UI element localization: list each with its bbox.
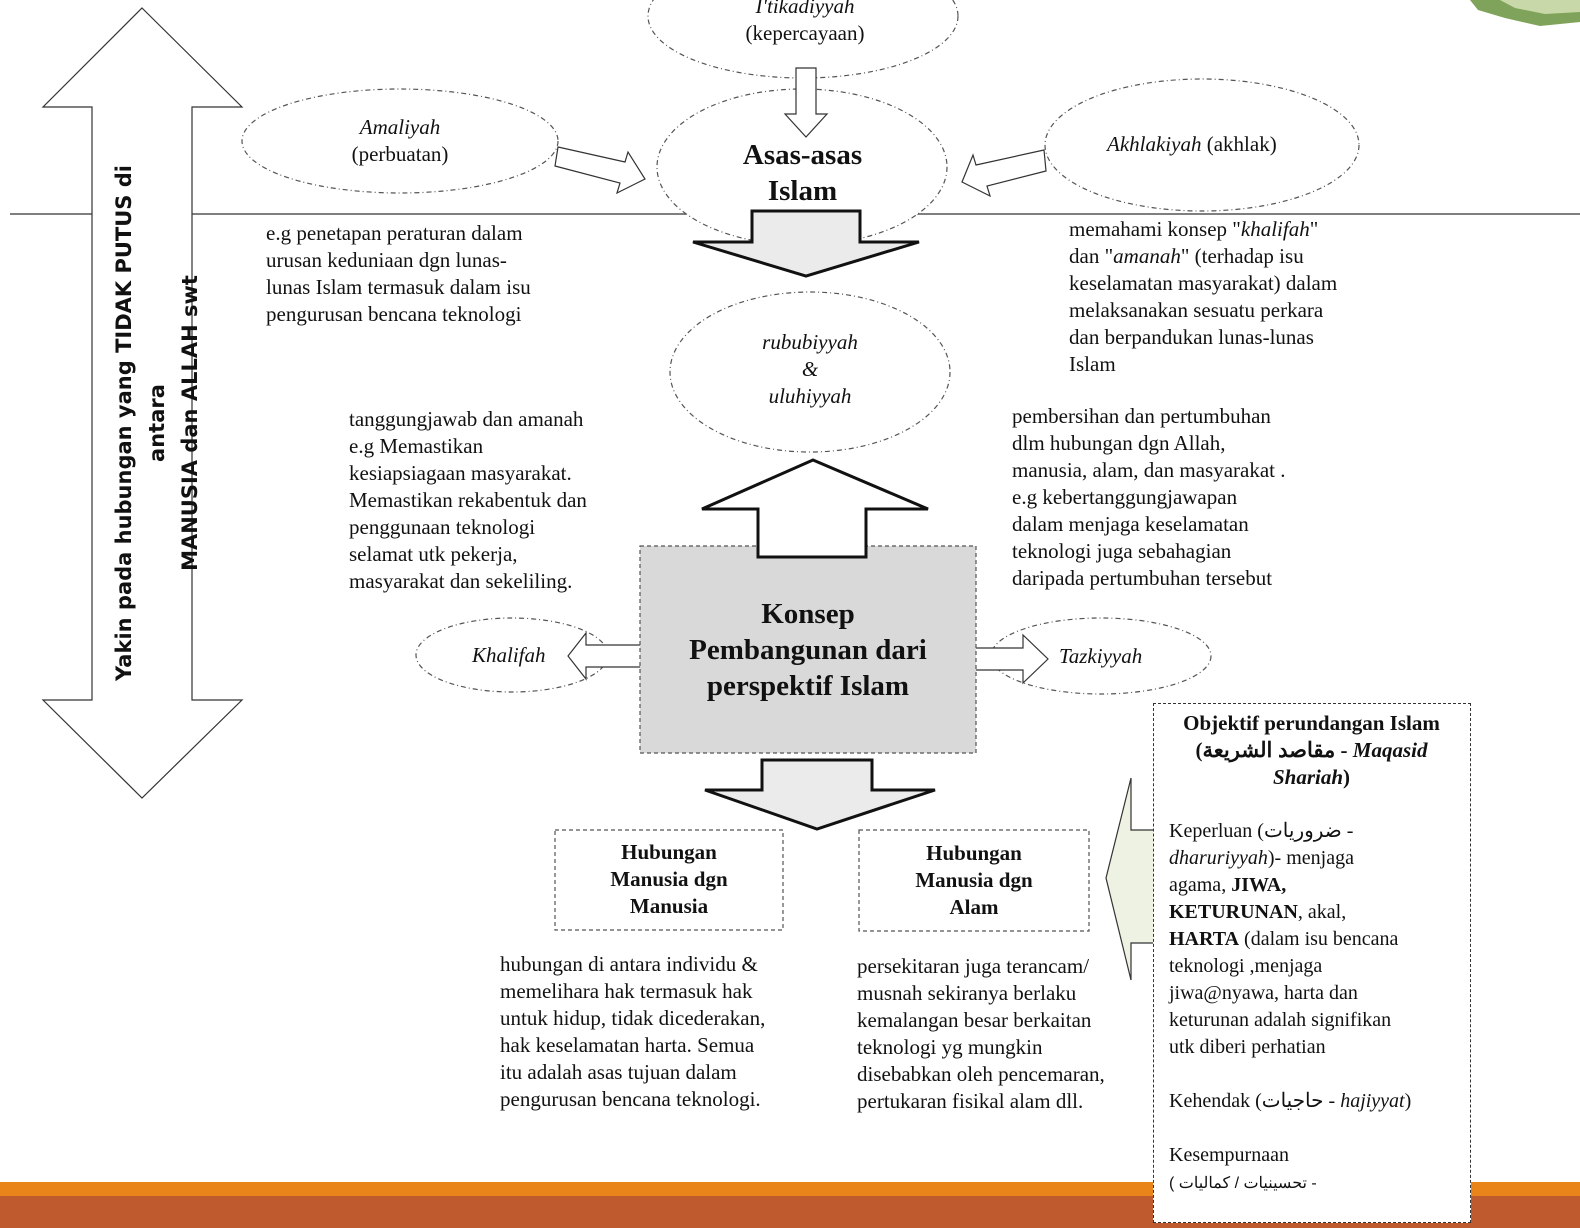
- vertical-arrow-text: Yakin pada hubungan yang TIDAK PUTUS di …: [108, 143, 207, 703]
- tazkiyyah-ellipse: [990, 617, 1212, 695]
- hub-alam-line: Alam: [949, 895, 999, 919]
- akhlak-note: memahami konsep "khalifah" dan "amanah" …: [1069, 216, 1399, 378]
- konsep-line1: Konsep: [761, 598, 855, 630]
- down-arrow-asas: [692, 209, 920, 278]
- rububiyyah-ellipse: [669, 291, 951, 453]
- ampersand-text: &: [801, 357, 819, 381]
- hub-alam-line: Manusia dgn: [915, 868, 1033, 892]
- up-arrow-konsep: [701, 458, 929, 559]
- konsep-line3: perspektif Islam: [706, 670, 910, 702]
- manusia-description: hubungan di antara individu & memelihara…: [500, 951, 830, 1113]
- asas-islam-label: Asas-asas Islam: [700, 137, 905, 209]
- itikadiyyah-subtitle: (kepercayaan): [745, 21, 865, 45]
- khalifah-desc-line: masyarakat dan sekeliling.: [349, 569, 573, 593]
- kesempurnaan-text: Kesempurnaan - تحسينيات / كماليات ): [1169, 1144, 1317, 1192]
- tazkiyyah-desc-line: pembersihan dan pertumbuhan: [1012, 404, 1271, 428]
- khalifah-desc-line: Memastikan rekabentuk dan: [349, 488, 587, 512]
- manusia-desc-line: memelihara hak termasuk hak: [500, 979, 753, 1003]
- amaliyah-subtitle: (perbuatan): [351, 142, 449, 166]
- amaliyah-example-line: urusan keduniaan dgn lunas-: [266, 248, 507, 272]
- asas-line2: Islam: [767, 175, 838, 207]
- akhlak-note-line: Islam: [1069, 352, 1116, 376]
- alam-desc-line: disebabkan oleh pencemaran,: [857, 1062, 1105, 1086]
- asas-line1: Asas-asas: [742, 139, 863, 171]
- akhlak-note-line: memahami konsep "khalifah": [1069, 217, 1319, 241]
- tazkiyyah-desc-line: dalam menjaga keselamatan: [1012, 512, 1249, 536]
- manusia-desc-line: untuk hidup, tidak dicederakan,: [500, 1006, 766, 1030]
- hub-manusia-line: Manusia: [629, 894, 709, 918]
- khalifah-desc-line: selamat utk pekerja,: [349, 542, 518, 566]
- hubungan-manusia-box: [554, 829, 784, 931]
- manusia-desc-line: hubungan di antara individu &: [500, 952, 758, 976]
- hub-manusia-line: Manusia dgn: [610, 867, 728, 891]
- akhlakiyah-subtitle: (akhlak): [1201, 132, 1277, 156]
- amaliyah-example-line: lunas Islam termasuk dalam isu: [266, 275, 531, 299]
- hub-manusia-line: Hubungan: [621, 840, 717, 864]
- alam-description: persekitaran juga terancam/ musnah sekir…: [857, 953, 1157, 1115]
- konsep-title: Konsep Pembangunan dari perspektif Islam: [640, 596, 976, 704]
- khalifah-desc-line: e.g Memastikan: [349, 434, 484, 458]
- khalifah-description: tanggungjawab dan amanah e.g Memastikan …: [349, 406, 649, 595]
- alam-desc-line: teknologi yg mungkin: [857, 1035, 1043, 1059]
- down-arrow-itikadiyyah: [783, 67, 829, 138]
- alam-desc-line: persekitaran juga terancam/: [857, 954, 1090, 978]
- vertical-text-line1: Yakin pada hubungan yang TIDAK PUTUS di …: [112, 165, 169, 681]
- tazkiyyah-label: Tazkiyyah: [1059, 644, 1143, 668]
- tazkiyyah-desc-line: teknologi juga sebahagian: [1012, 539, 1232, 563]
- objektif-box: Objektif perundangan Islam (مقاصد الشريع…: [1153, 703, 1471, 1223]
- tazkiyyah-desc-line: dlm hubungan dgn Allah,: [1012, 431, 1226, 455]
- amaliyah-example-line: e.g penetapan peraturan dalam: [266, 221, 523, 245]
- keperluan-text: Keperluan (ضروريات - dharuriyyah)- menja…: [1169, 820, 1399, 1058]
- akhlakiyah-ellipse: [1044, 78, 1360, 212]
- objektif-title: Objektif perundangan Islam (مقاصد الشريع…: [1183, 711, 1440, 789]
- amaliyah-example-line: pengurusan bencana teknologi: [266, 302, 522, 326]
- left-arrow-akhlakiyah: [961, 149, 1047, 198]
- amaliyah-title: Amaliyah: [359, 115, 441, 139]
- left-arrow-khalifah: [567, 631, 651, 681]
- amaliyah-label: Amaliyah (perbuatan): [270, 114, 530, 168]
- hubungan-manusia-label: Hubungan Manusia dgn Manusia: [555, 839, 783, 920]
- corner-picture: [1470, 0, 1580, 26]
- akhlak-note-line: keselamatan masyarakat) dalam: [1069, 271, 1338, 295]
- right-arrow-amaliyah: [554, 146, 646, 195]
- manusia-desc-line: itu adalah asas tujuan dalam: [500, 1060, 737, 1084]
- akhlak-note-line: dan "amanah" (terhadap isu: [1069, 244, 1304, 268]
- konsep-box: [639, 545, 977, 754]
- tazkiyyah-desc-line: manusia, alam, dan masyarakat .: [1012, 458, 1286, 482]
- khalifah-desc-line: kesiapsiagaan masyarakat.: [349, 461, 572, 485]
- alam-desc-line: kemalangan besar berkaitan: [857, 1008, 1092, 1032]
- khalifah-desc-line: tanggungjawab dan amanah: [349, 407, 584, 431]
- itikadiyyah-ellipse: [647, 0, 959, 79]
- amaliyah-ellipse: [241, 88, 559, 194]
- manusia-desc-line: pengurusan bencana teknologi.: [500, 1087, 761, 1111]
- rububiyyah-label: rububiyyah & uluhiyyah: [710, 329, 910, 410]
- tazkiyyah-desc-line: e.g kebertanggungjawapan: [1012, 485, 1238, 509]
- manusia-desc-line: hak keselamatan harta. Semua: [500, 1033, 755, 1057]
- akhlak-note-line: dan berpandukan lunas-lunas: [1069, 325, 1314, 349]
- alam-desc-line: pertukaran fisikal alam dll.: [857, 1089, 1084, 1113]
- khalifah-desc-line: penggunaan teknologi: [349, 515, 536, 539]
- itikadiyyah-label: I'tikadiyyah (kepercayaan): [660, 0, 950, 47]
- vertical-text-line2: MANUSIA dan ALLAH swt: [178, 275, 202, 571]
- alam-desc-line: musnah sekiranya berlaku: [857, 981, 1077, 1005]
- itikadiyyah-title: I'tikadiyyah: [755, 0, 855, 18]
- objektif-pointer-shape: [1105, 777, 1161, 981]
- tazkiyyah-description: pembersihan dan pertumbuhan dlm hubungan…: [1012, 403, 1342, 592]
- kehendak-text: Kehendak (حاجيات - hajiyyat): [1169, 1090, 1412, 1112]
- uluhiyyah-text: uluhiyyah: [768, 384, 852, 408]
- amaliyah-example: e.g penetapan peraturan dalam urusan ked…: [266, 220, 586, 328]
- hub-alam-line: Hubungan: [926, 841, 1022, 865]
- konsep-line2: Pembangunan dari: [689, 634, 927, 666]
- down-arrow-hubungan: [704, 758, 936, 831]
- hubungan-alam-box: [858, 829, 1090, 932]
- vertical-double-arrow: [41, 7, 244, 799]
- hubungan-alam-label: Hubungan Manusia dgn Alam: [859, 840, 1089, 921]
- rububiyyah-text: rububiyyah: [762, 330, 858, 354]
- tazkiyyah-desc-line: daripada pertumbuhan tersebut: [1012, 566, 1273, 590]
- akhlakiyah-label: Akhlakiyah (akhlak): [1107, 131, 1367, 158]
- akhlakiyah-title: Akhlakiyah: [1107, 132, 1202, 156]
- akhlak-note-line: melaksanakan sesuatu perkara: [1069, 298, 1324, 322]
- khalifah-label: Khalifah: [472, 643, 546, 667]
